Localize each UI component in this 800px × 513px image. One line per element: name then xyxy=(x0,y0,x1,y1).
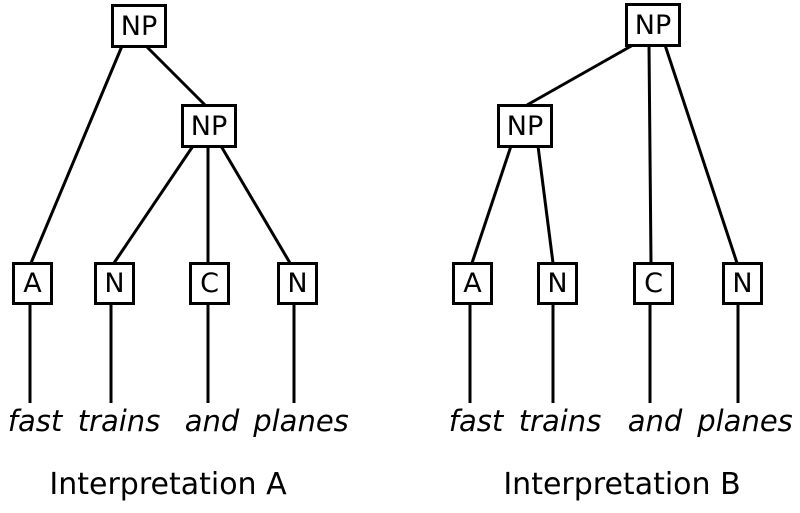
tree-a-leaf-n2-node: N xyxy=(277,262,318,305)
tree-b-leaf-n2-node: N xyxy=(722,262,763,305)
tree-b-sub-np-node: NP xyxy=(497,104,553,148)
tree-b-leaf-a-node: A xyxy=(452,262,493,305)
tree-b-word-trains: trains xyxy=(518,404,602,438)
tree-b-word-planes: planes xyxy=(697,404,793,438)
tree-b-edge-root-to-subnp xyxy=(526,43,634,107)
tree-a-word-trains: trains xyxy=(77,404,161,438)
tree-a-caption: Interpretation A xyxy=(49,467,287,502)
tree-b-leaf-n1-node: N xyxy=(537,262,578,305)
tree-a-edge-subnp-to-n2 xyxy=(219,145,292,264)
tree-a-word-and: and xyxy=(184,404,240,438)
tree-b-edge-root-to-n2 xyxy=(663,44,739,264)
tree-a-edge-subnp-to-n1 xyxy=(112,145,195,264)
tree-b-word-fast: fast xyxy=(448,404,504,438)
tree-a-sub-np-node: NP xyxy=(181,104,237,148)
tree-b-edge-subnp-to-n1 xyxy=(536,145,555,264)
tree-a-root-np-node: NP xyxy=(111,4,167,48)
tree-a-word-fast: fast xyxy=(7,404,63,438)
tree-b-edge-subnp-to-a xyxy=(470,145,513,264)
tree-a-leaf-a-node: A xyxy=(12,262,53,305)
tree-b-word-and: and xyxy=(627,404,683,438)
tree-a-leaf-n1-node: N xyxy=(94,262,135,305)
tree-a-edge-root-to-a xyxy=(29,45,124,264)
tree-b-leaf-c-node: C xyxy=(633,262,674,305)
tree-b-caption: Interpretation B xyxy=(503,467,741,502)
tree-a-edge-root-to-subnp xyxy=(145,45,207,107)
tree-b-edge-root-to-c xyxy=(647,44,653,264)
tree-b-root-np-node: NP xyxy=(625,3,681,47)
tree-a-leaf-c-node: C xyxy=(189,262,230,305)
tree-a-word-planes: planes xyxy=(253,404,349,438)
